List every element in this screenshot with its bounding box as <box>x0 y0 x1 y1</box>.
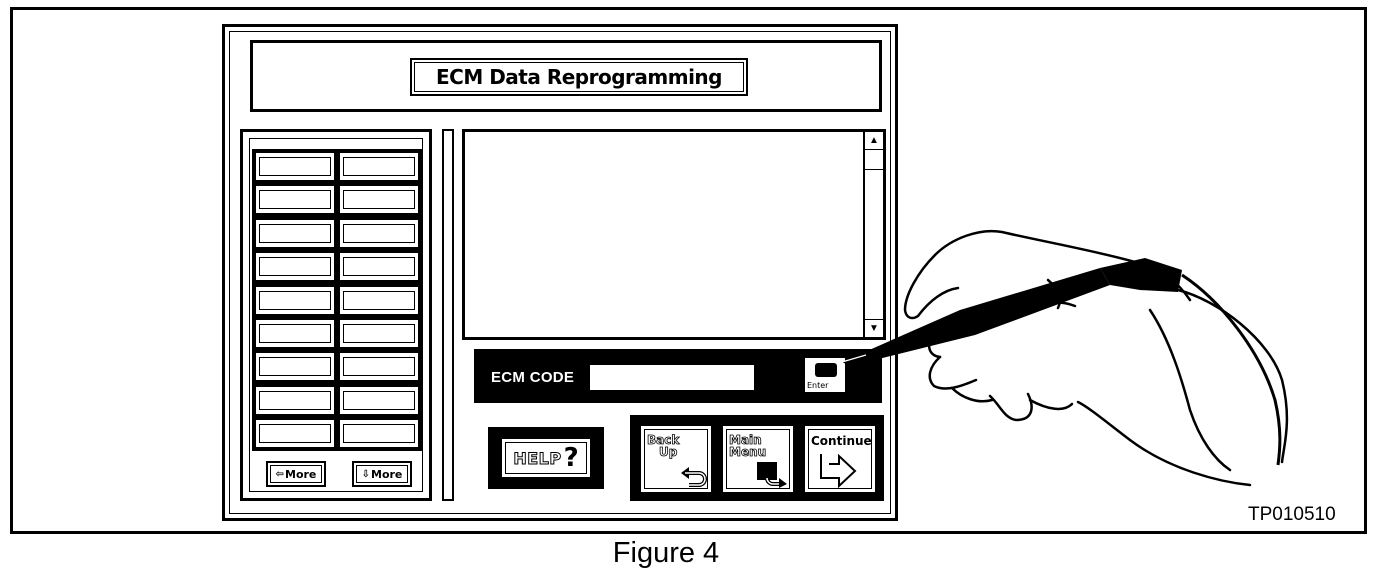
page-title: ECM Data Reprogramming <box>410 58 748 96</box>
continue-label: Continue <box>811 434 872 448</box>
scroll-thumb[interactable] <box>865 150 883 170</box>
selection-slot-button[interactable] <box>339 385 419 415</box>
scroll-up-arrow-icon[interactable]: ▲ <box>865 132 883 150</box>
selection-slot-button[interactable] <box>255 185 335 215</box>
continue-button[interactable]: Continue <box>803 424 877 494</box>
selection-slot-button[interactable] <box>255 218 335 248</box>
more-arrow-icon: ⇦ <box>275 468 284 480</box>
figure-code: TP010510 <box>1248 504 1336 525</box>
main-menu-button[interactable]: Main Menu <box>721 424 795 494</box>
selection-slot-button[interactable] <box>339 185 419 215</box>
selection-slot-button[interactable] <box>339 152 419 181</box>
panel-divider <box>442 129 454 501</box>
help-label: HELP <box>513 448 562 468</box>
selection-slot-button[interactable] <box>255 285 335 315</box>
selection-slot-button[interactable] <box>339 252 419 282</box>
menu-arrow-icon <box>757 462 787 488</box>
help-question-icon: ? <box>563 443 579 473</box>
more-left-label: More <box>285 467 317 481</box>
selection-slot-button[interactable] <box>255 419 335 449</box>
selection-slot-button[interactable] <box>255 152 335 181</box>
back-up-label-2: Up <box>659 445 678 459</box>
selection-slot-button[interactable] <box>339 319 419 348</box>
undo-arrow-icon <box>681 467 707 487</box>
title-panel <box>250 40 882 112</box>
selection-slot-button[interactable] <box>339 218 419 248</box>
message-display <box>462 129 886 340</box>
keyboard-icon <box>815 363 837 377</box>
selection-slot-button[interactable] <box>255 352 335 382</box>
selection-slot-button[interactable] <box>339 285 419 315</box>
ecm-code-label: ECM CODE <box>491 369 575 386</box>
back-up-label-1: Back <box>647 433 680 447</box>
selection-slot-button[interactable] <box>339 352 419 382</box>
continue-arrow-icon <box>820 453 857 489</box>
more-arrow-icon: ⇩ <box>361 468 370 480</box>
selection-slot-button[interactable] <box>255 252 335 282</box>
help-button[interactable]: HELP ? <box>500 437 592 479</box>
selection-slot-button[interactable] <box>339 419 419 449</box>
main-menu-label-2: Menu <box>729 445 767 459</box>
more-right-button[interactable]: ⇩ More <box>352 461 412 487</box>
main-menu-label-1: Main <box>729 433 763 447</box>
figure-caption: Figure 4 <box>612 537 720 569</box>
back-up-button[interactable]: Back Up <box>639 424 713 494</box>
more-left-button[interactable]: ⇦ More <box>266 461 326 487</box>
scroll-down-arrow-icon[interactable]: ▼ <box>865 319 883 337</box>
selection-slot-button[interactable] <box>255 319 335 348</box>
enter-key-label: Enter <box>807 381 829 390</box>
more-right-label: More <box>371 467 403 481</box>
figure-frame <box>10 7 1367 534</box>
selection-slot-button[interactable] <box>255 385 335 415</box>
ecm-code-field[interactable] <box>589 364 755 391</box>
keyboard-enter-button[interactable]: Enter <box>803 356 847 394</box>
display-scrollbar[interactable]: ▲ ▼ <box>863 132 883 337</box>
